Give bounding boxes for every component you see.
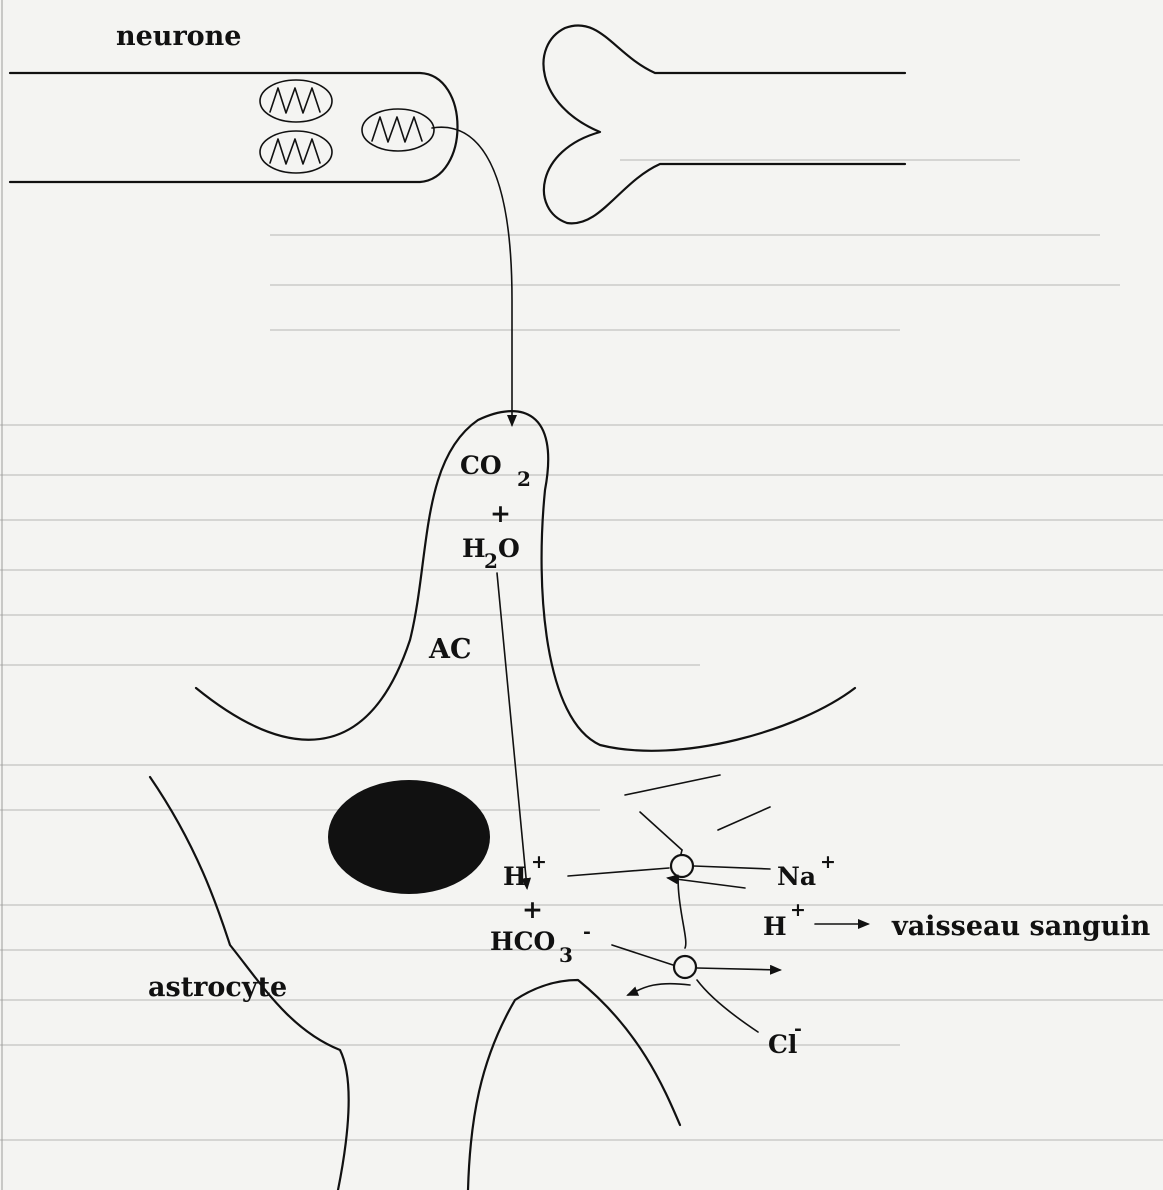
h-ion-charge: + — [531, 851, 547, 873]
label-ac: AC — [428, 634, 471, 665]
reaction-plus-bottom: + — [522, 895, 543, 924]
h-ion-out-charge: + — [790, 899, 806, 921]
dissociation-arrow — [497, 573, 527, 888]
label-neurone: neurone — [116, 21, 241, 52]
co2-label: CO — [460, 451, 502, 480]
astrocyte-process — [196, 411, 855, 751]
na-ion-charge: + — [820, 851, 836, 873]
reaction-reactants: CO 2 + H 2 O — [460, 451, 531, 573]
label-vaisseau-sanguin: vaisseau sanguin — [891, 911, 1151, 942]
reaction-plus-top: + — [490, 499, 511, 528]
mitochondria — [260, 80, 434, 173]
h2o-h: H — [462, 534, 486, 563]
neurone-axon — [10, 73, 458, 182]
h-ion-label: H — [503, 862, 527, 891]
dendrite — [543, 25, 905, 223]
co2-diffusion-arrow — [432, 127, 512, 425]
cl-ion-charge: - — [794, 1018, 802, 1040]
na-ion-label: Na — [777, 862, 816, 891]
transported-ions: Na + H + Cl - — [763, 851, 836, 1059]
h2o-o: O — [498, 534, 520, 563]
h2o-subscript: 2 — [484, 549, 498, 573]
hco3-charge: - — [583, 921, 591, 943]
cl-hco3-exchanger — [674, 956, 696, 978]
label-astrocyte: astrocyte — [148, 972, 287, 1003]
cl-ion-label: Cl — [768, 1030, 797, 1059]
co2-subscript: 2 — [517, 467, 531, 491]
mitochondrion-icon — [260, 80, 332, 122]
hco3-label: HCO — [490, 927, 555, 956]
hco3-subscript: 3 — [559, 943, 573, 967]
mitochondrion-icon — [260, 131, 332, 173]
membrane-transport — [568, 775, 868, 1032]
h-ion-out-label: H — [763, 912, 787, 941]
mitochondrion-icon — [362, 109, 434, 151]
na-h-exchanger — [671, 855, 693, 877]
nucleus — [328, 780, 490, 894]
